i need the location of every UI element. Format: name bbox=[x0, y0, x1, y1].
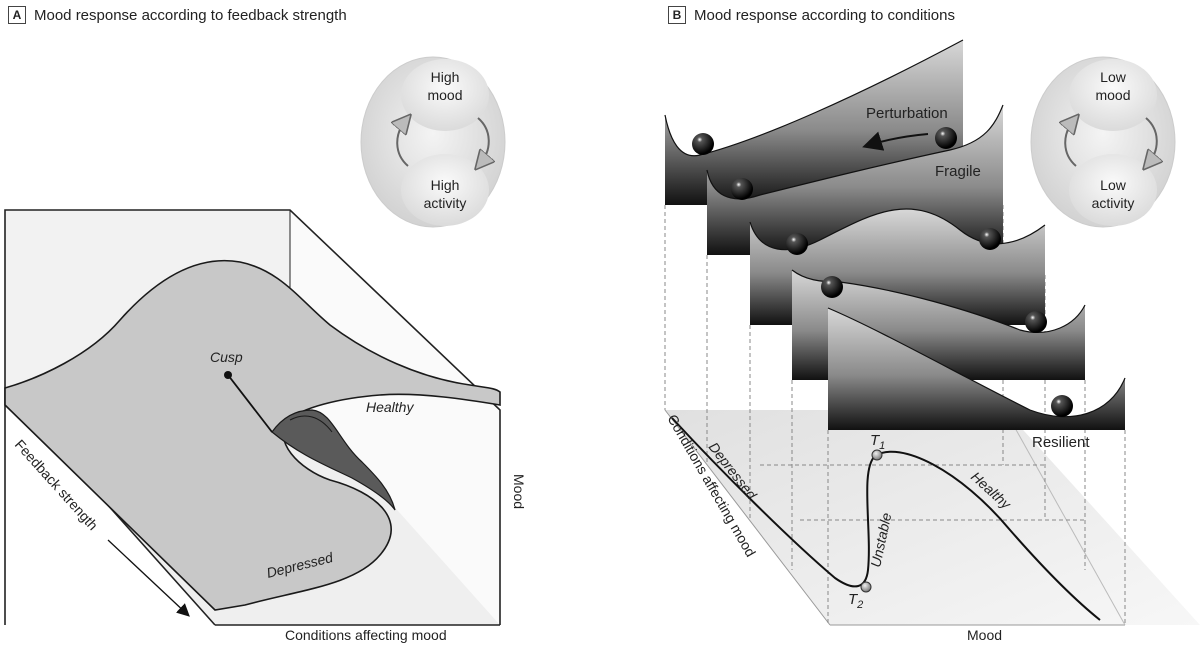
cusp-point bbox=[224, 371, 232, 379]
equilibrium-curve bbox=[671, 417, 1101, 621]
high-activity-line2: activity bbox=[424, 195, 467, 211]
label-t2: T2 bbox=[848, 591, 863, 611]
feedback-arrow bbox=[107, 539, 190, 617]
high-mood-line1: High bbox=[431, 69, 460, 85]
low-mood-node bbox=[1069, 59, 1157, 131]
ball-4a bbox=[821, 276, 843, 298]
panel-a-header: A Mood response according to feedback st… bbox=[8, 6, 347, 24]
feedback-loop-a: High mood High activity bbox=[360, 56, 506, 228]
panel-b-letter: B bbox=[668, 6, 686, 24]
tipping-point-t1 bbox=[871, 449, 883, 461]
projection-lines bbox=[664, 160, 1126, 625]
label-fragile: Fragile bbox=[935, 163, 981, 180]
label-healthy-a: Healthy bbox=[366, 399, 414, 415]
panel-b-floor bbox=[664, 409, 1200, 626]
ball-4b bbox=[1025, 311, 1047, 333]
state-balls bbox=[692, 127, 1073, 417]
low-mood-line1: Low bbox=[1100, 69, 1127, 85]
panel-a-title: Mood response according to feedback stre… bbox=[34, 6, 347, 24]
panel-b-title: Mood response according to conditions bbox=[694, 6, 955, 24]
ball-1b bbox=[935, 127, 957, 149]
perturbation-arrow bbox=[862, 131, 929, 151]
ball-2 bbox=[731, 178, 753, 200]
cusp-line bbox=[227, 374, 273, 433]
tipping-point-t2 bbox=[860, 581, 872, 593]
label-mood-axis-b: Mood bbox=[967, 627, 1002, 643]
low-activity-line1: Low bbox=[1100, 177, 1127, 193]
low-mood-line2: mood bbox=[1095, 87, 1130, 103]
label-conditions-axis-a: Conditions affecting mood bbox=[285, 627, 447, 643]
high-mood-line2: mood bbox=[427, 87, 462, 103]
high-activity-line1: High bbox=[431, 177, 460, 193]
ball-1a bbox=[692, 133, 714, 155]
label-perturbation: Perturbation bbox=[866, 105, 948, 122]
high-mood-node bbox=[401, 59, 489, 131]
label-cusp: Cusp bbox=[210, 349, 243, 365]
low-activity-node bbox=[1069, 154, 1157, 226]
landscape-panel-5 bbox=[827, 307, 1126, 430]
ball-3b bbox=[979, 228, 1001, 250]
panel-b-header: B Mood response according to conditions bbox=[668, 6, 955, 24]
high-activity-node bbox=[401, 154, 489, 226]
panel-a-letter: A bbox=[8, 6, 26, 24]
ball-5 bbox=[1051, 395, 1073, 417]
label-t1: T1 bbox=[870, 432, 885, 452]
feedback-loop-b: Low mood Low activity bbox=[1030, 56, 1176, 228]
label-mood-axis-a: Mood bbox=[511, 474, 527, 509]
low-activity-line2: activity bbox=[1092, 195, 1135, 211]
ball-3a bbox=[786, 233, 808, 255]
label-resilient: Resilient bbox=[1032, 434, 1090, 451]
cusp-surface bbox=[4, 259, 501, 611]
